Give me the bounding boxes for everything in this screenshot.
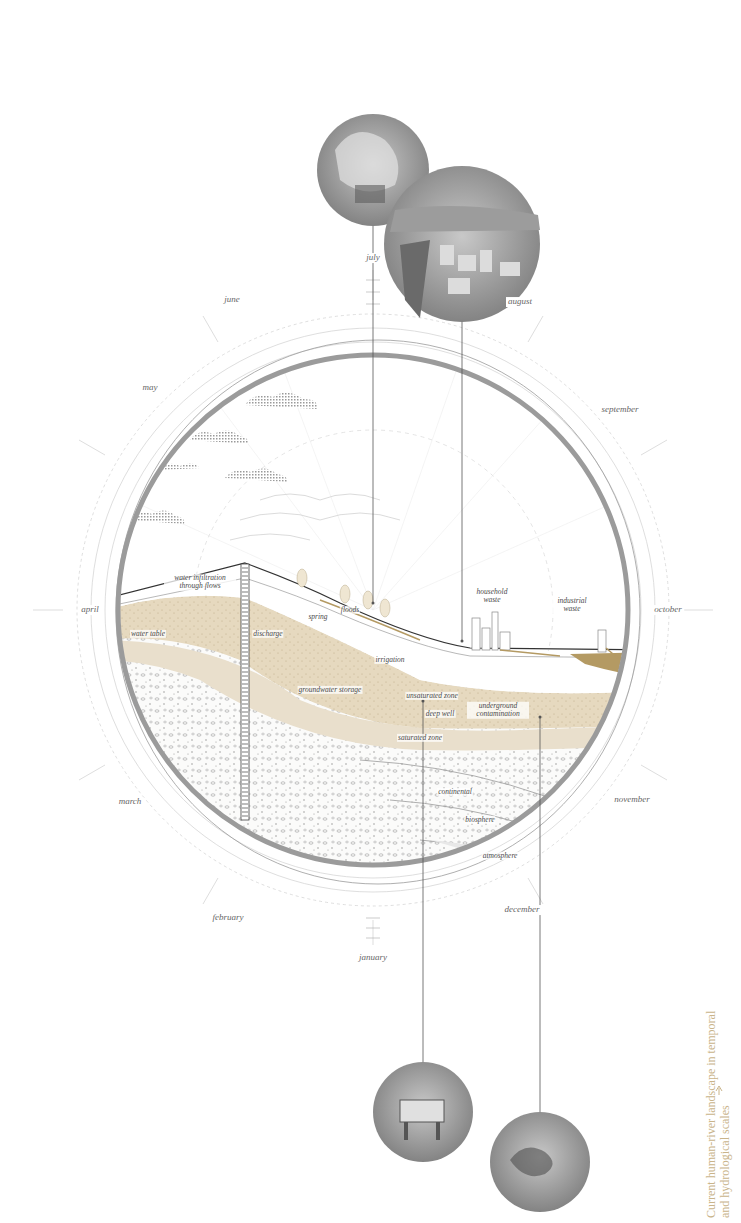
zone-label: unsaturated zone	[405, 692, 458, 700]
zone-label: groundwater storage	[298, 686, 363, 694]
month-label: september	[600, 405, 641, 415]
leader-lines	[373, 226, 540, 1112]
buildings	[472, 612, 606, 652]
month-label: october	[652, 605, 684, 615]
caption-arrow	[719, 1088, 720, 1095]
deep-well	[241, 564, 249, 820]
trees	[297, 569, 390, 617]
zone-label: continental	[437, 788, 473, 796]
month-label: july	[364, 253, 382, 263]
zone-label: underground contamination	[467, 702, 529, 719]
caption: Current human-river landscape in tempora…	[704, 1008, 733, 1218]
zone-label: spring	[307, 613, 328, 621]
zone-label: irrigation	[374, 656, 405, 664]
zone-label: saturated zone	[397, 734, 443, 742]
photo-circles	[317, 114, 590, 1212]
zone-label: water infiltration through flows	[164, 574, 236, 591]
zone-label: atmosphere	[482, 852, 519, 860]
month-label: june	[222, 295, 242, 305]
month-label: december	[503, 905, 542, 915]
zone-label: household waste	[471, 588, 513, 605]
month-label: may	[141, 383, 160, 393]
month-label: january	[357, 953, 389, 963]
zone-label: deep well	[425, 710, 456, 718]
month-label: march	[117, 797, 144, 807]
zone-label: biosphere	[464, 816, 495, 824]
month-label: february	[211, 913, 246, 923]
month-label: april	[79, 605, 101, 615]
zone-label: floods	[340, 606, 360, 614]
cross-section	[100, 340, 660, 905]
zone-label: water table	[130, 630, 166, 638]
rain-hatch	[230, 494, 400, 540]
zone-label: industrial waste	[551, 597, 593, 614]
clouds	[130, 392, 317, 524]
zone-label: discharge	[252, 630, 283, 638]
month-label: november	[612, 795, 652, 805]
month-label: august	[506, 297, 534, 307]
